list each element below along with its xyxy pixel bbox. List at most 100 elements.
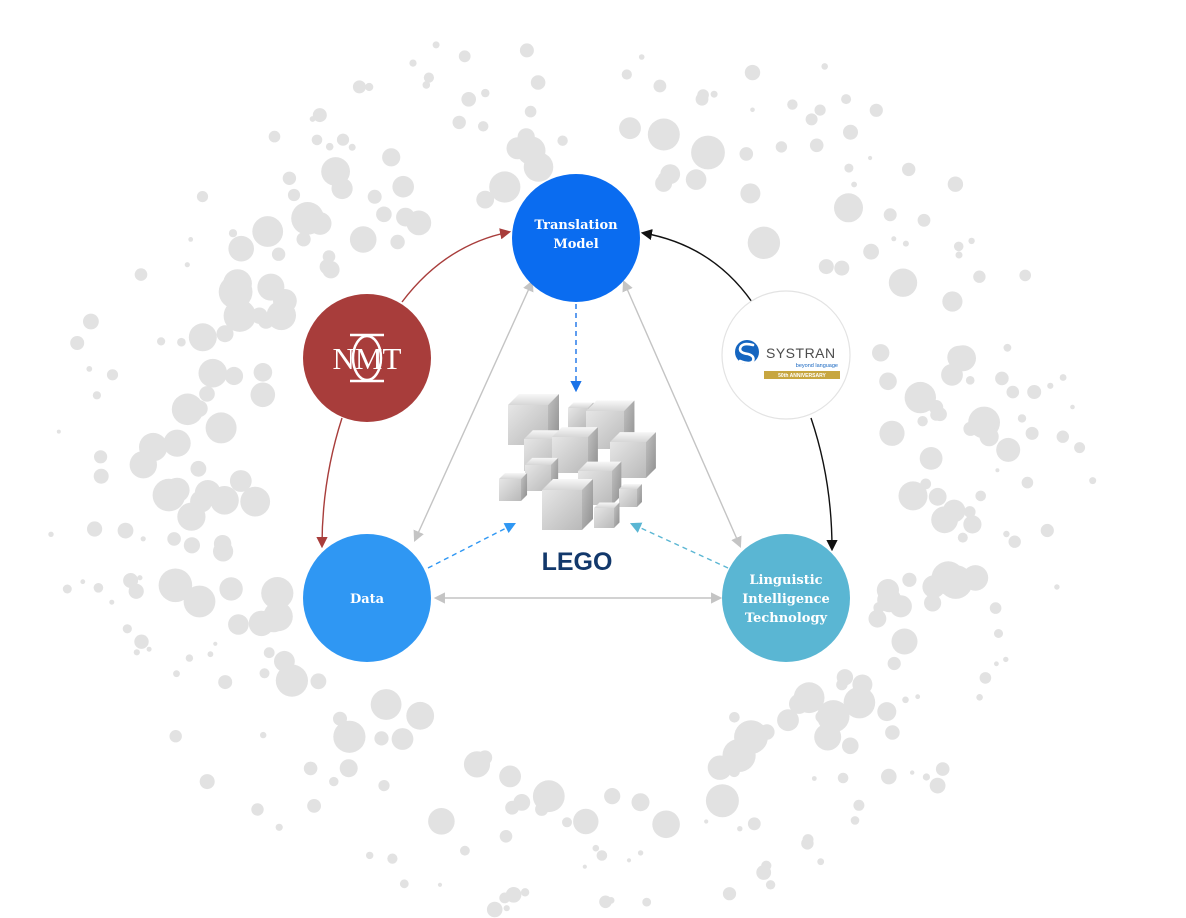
decorative-dot (647, 118, 680, 151)
decorative-dot (750, 107, 755, 113)
decorative-dot (228, 235, 254, 262)
decorative-dot (777, 709, 799, 732)
arrow-systran-to-translation (640, 229, 753, 303)
lego-cube (619, 484, 642, 507)
decorative-dot (1059, 374, 1067, 381)
decorative-dot (879, 372, 897, 391)
decorative-dot (86, 366, 93, 372)
decorative-dot (481, 88, 490, 98)
decorative-dot (1074, 442, 1086, 454)
lit-label-line1: Linguistic (749, 573, 822, 588)
decorative-dot (325, 142, 334, 151)
decorative-dot (312, 108, 327, 123)
decorative-dot (653, 79, 667, 93)
decorative-dot (333, 711, 347, 726)
decorative-dot (928, 400, 944, 415)
decorative-dot (251, 803, 264, 816)
decorative-dot (268, 130, 281, 143)
decorative-dot (287, 188, 301, 202)
decorative-dot (374, 731, 389, 746)
decorative-dot-ring (48, 41, 1097, 918)
decorative-dot (809, 138, 824, 153)
decorative-dot (452, 115, 466, 130)
decorative-dot (965, 376, 975, 385)
decorative-dot (759, 724, 775, 740)
decorative-dot (935, 762, 950, 776)
decorative-dot (953, 241, 964, 252)
decorative-dot (744, 64, 761, 81)
decorative-dot (532, 780, 565, 813)
decorative-dot (428, 808, 455, 835)
decorative-dot (850, 816, 860, 825)
decorative-dot (188, 237, 194, 242)
decorative-dot (188, 323, 217, 352)
decorative-dot (722, 887, 737, 901)
decorative-dot (995, 371, 1009, 386)
decorative-dot (979, 672, 992, 684)
decorative-dot (885, 725, 900, 740)
decorative-dot (177, 337, 186, 347)
decorative-dot (409, 59, 417, 67)
decorative-dot (883, 208, 897, 222)
decorative-dot (836, 669, 854, 686)
decorative-dot (761, 860, 772, 871)
decorative-dot (348, 143, 356, 151)
decorative-dot (311, 134, 323, 146)
decorative-dot (592, 844, 600, 852)
decorative-dot (390, 234, 405, 250)
decorative-dot (1008, 535, 1021, 548)
decorative-dot (499, 830, 513, 843)
decorative-dot (1054, 584, 1060, 590)
decorative-dot (478, 121, 489, 132)
systran-name: SYSTRAN (766, 345, 836, 361)
decorative-dot (963, 421, 978, 436)
decorative-dot (275, 664, 308, 697)
lit-node: Linguistic Intelligence Technology (722, 534, 850, 662)
decorative-dot (263, 647, 275, 659)
decorative-dot (710, 90, 718, 98)
decorative-dot (252, 216, 284, 247)
decorative-dot (109, 599, 115, 605)
decorative-dot (167, 532, 181, 546)
decorative-dot (619, 117, 641, 140)
decorative-dot (843, 686, 876, 719)
decorative-dot (499, 892, 511, 904)
decorative-dot (834, 193, 863, 223)
decorative-dot (213, 541, 234, 562)
decorative-dot (303, 761, 318, 776)
arrow-translation-lit (622, 279, 742, 549)
decorative-dot (87, 521, 103, 537)
decorative-dot (140, 536, 146, 542)
decorative-dot (1003, 343, 1012, 352)
translation-model-label-line2: Model (553, 237, 598, 252)
decorative-dot (979, 427, 999, 447)
decorative-dot (869, 103, 883, 117)
decorative-dot (805, 113, 818, 126)
decorative-dot (261, 577, 294, 610)
systran-logo-node: SYSTRAN beyond language 50th ANNIVERSARY (721, 290, 851, 420)
decorative-dot (70, 336, 85, 350)
decorative-dot (888, 268, 918, 297)
decorative-dot (660, 164, 681, 185)
decorative-dot (814, 104, 826, 116)
decorative-dot (729, 712, 740, 723)
decorative-dot (134, 634, 149, 649)
decorative-dot (164, 477, 190, 503)
decorative-dot (994, 661, 999, 667)
decorative-dot (253, 363, 273, 382)
nmt-logo-node: NMT (303, 294, 431, 422)
systran-anniversary-banner (764, 371, 840, 379)
decorative-dot (194, 480, 221, 506)
decorative-dot (422, 81, 431, 89)
decorative-dot (1070, 404, 1075, 410)
decorative-dot (919, 447, 943, 470)
decorative-dot (184, 262, 190, 268)
decorative-dot (437, 882, 443, 887)
decorative-dot (190, 460, 207, 477)
decorative-dot (423, 72, 434, 83)
decorative-dot (185, 654, 194, 662)
decorative-dot (199, 774, 215, 790)
arrow-nmt-to-translation (401, 228, 512, 303)
decorative-dot (199, 386, 215, 402)
decorative-dot (163, 429, 191, 457)
